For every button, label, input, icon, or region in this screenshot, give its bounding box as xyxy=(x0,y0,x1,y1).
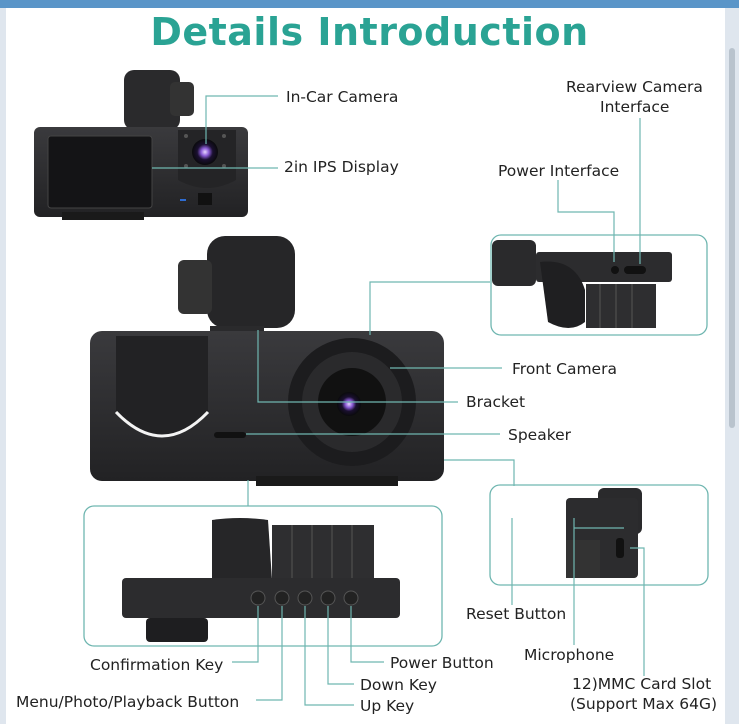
label-power-interface: Power Interface xyxy=(498,162,620,180)
label-rearview-line1: Rearview Camera xyxy=(566,78,703,96)
side-view-bottom-right xyxy=(489,484,709,586)
label-microphone: Microphone xyxy=(524,646,615,664)
label-in-car-camera: In-Car Camera xyxy=(286,88,399,106)
scrollbar-thumb[interactable] xyxy=(729,48,735,428)
label-card-slot-line2: (Support Max 64G) xyxy=(570,695,718,713)
label-rearview-line2: Interface xyxy=(600,98,670,116)
label-confirmation-key: Confirmation Key xyxy=(90,656,224,674)
label-speaker: Speaker xyxy=(508,426,572,444)
main-device xyxy=(90,236,444,486)
bottom-view xyxy=(83,505,443,647)
callout-lines xyxy=(152,95,645,706)
side-view-right xyxy=(490,234,708,336)
scrollbar-track[interactable] xyxy=(725,8,739,724)
browser-top-bar xyxy=(0,0,739,8)
label-card-slot-line1: 12)MMC Card Slot xyxy=(572,675,712,693)
left-margin xyxy=(0,8,6,724)
label-down-key: Down Key xyxy=(360,676,437,694)
label-power-button: Power Button xyxy=(390,654,494,672)
page-title: Details Introduction xyxy=(150,10,589,54)
label-front-camera: Front Camera xyxy=(512,360,617,378)
label-bracket: Bracket xyxy=(466,393,526,411)
label-reset-button: Reset Button xyxy=(466,605,567,623)
top-device xyxy=(34,70,248,220)
label-menu-button: Menu/Photo/Playback Button xyxy=(16,693,240,711)
label-up-key: Up Key xyxy=(360,697,415,715)
label-ips-display: 2in IPS Display xyxy=(284,158,399,176)
